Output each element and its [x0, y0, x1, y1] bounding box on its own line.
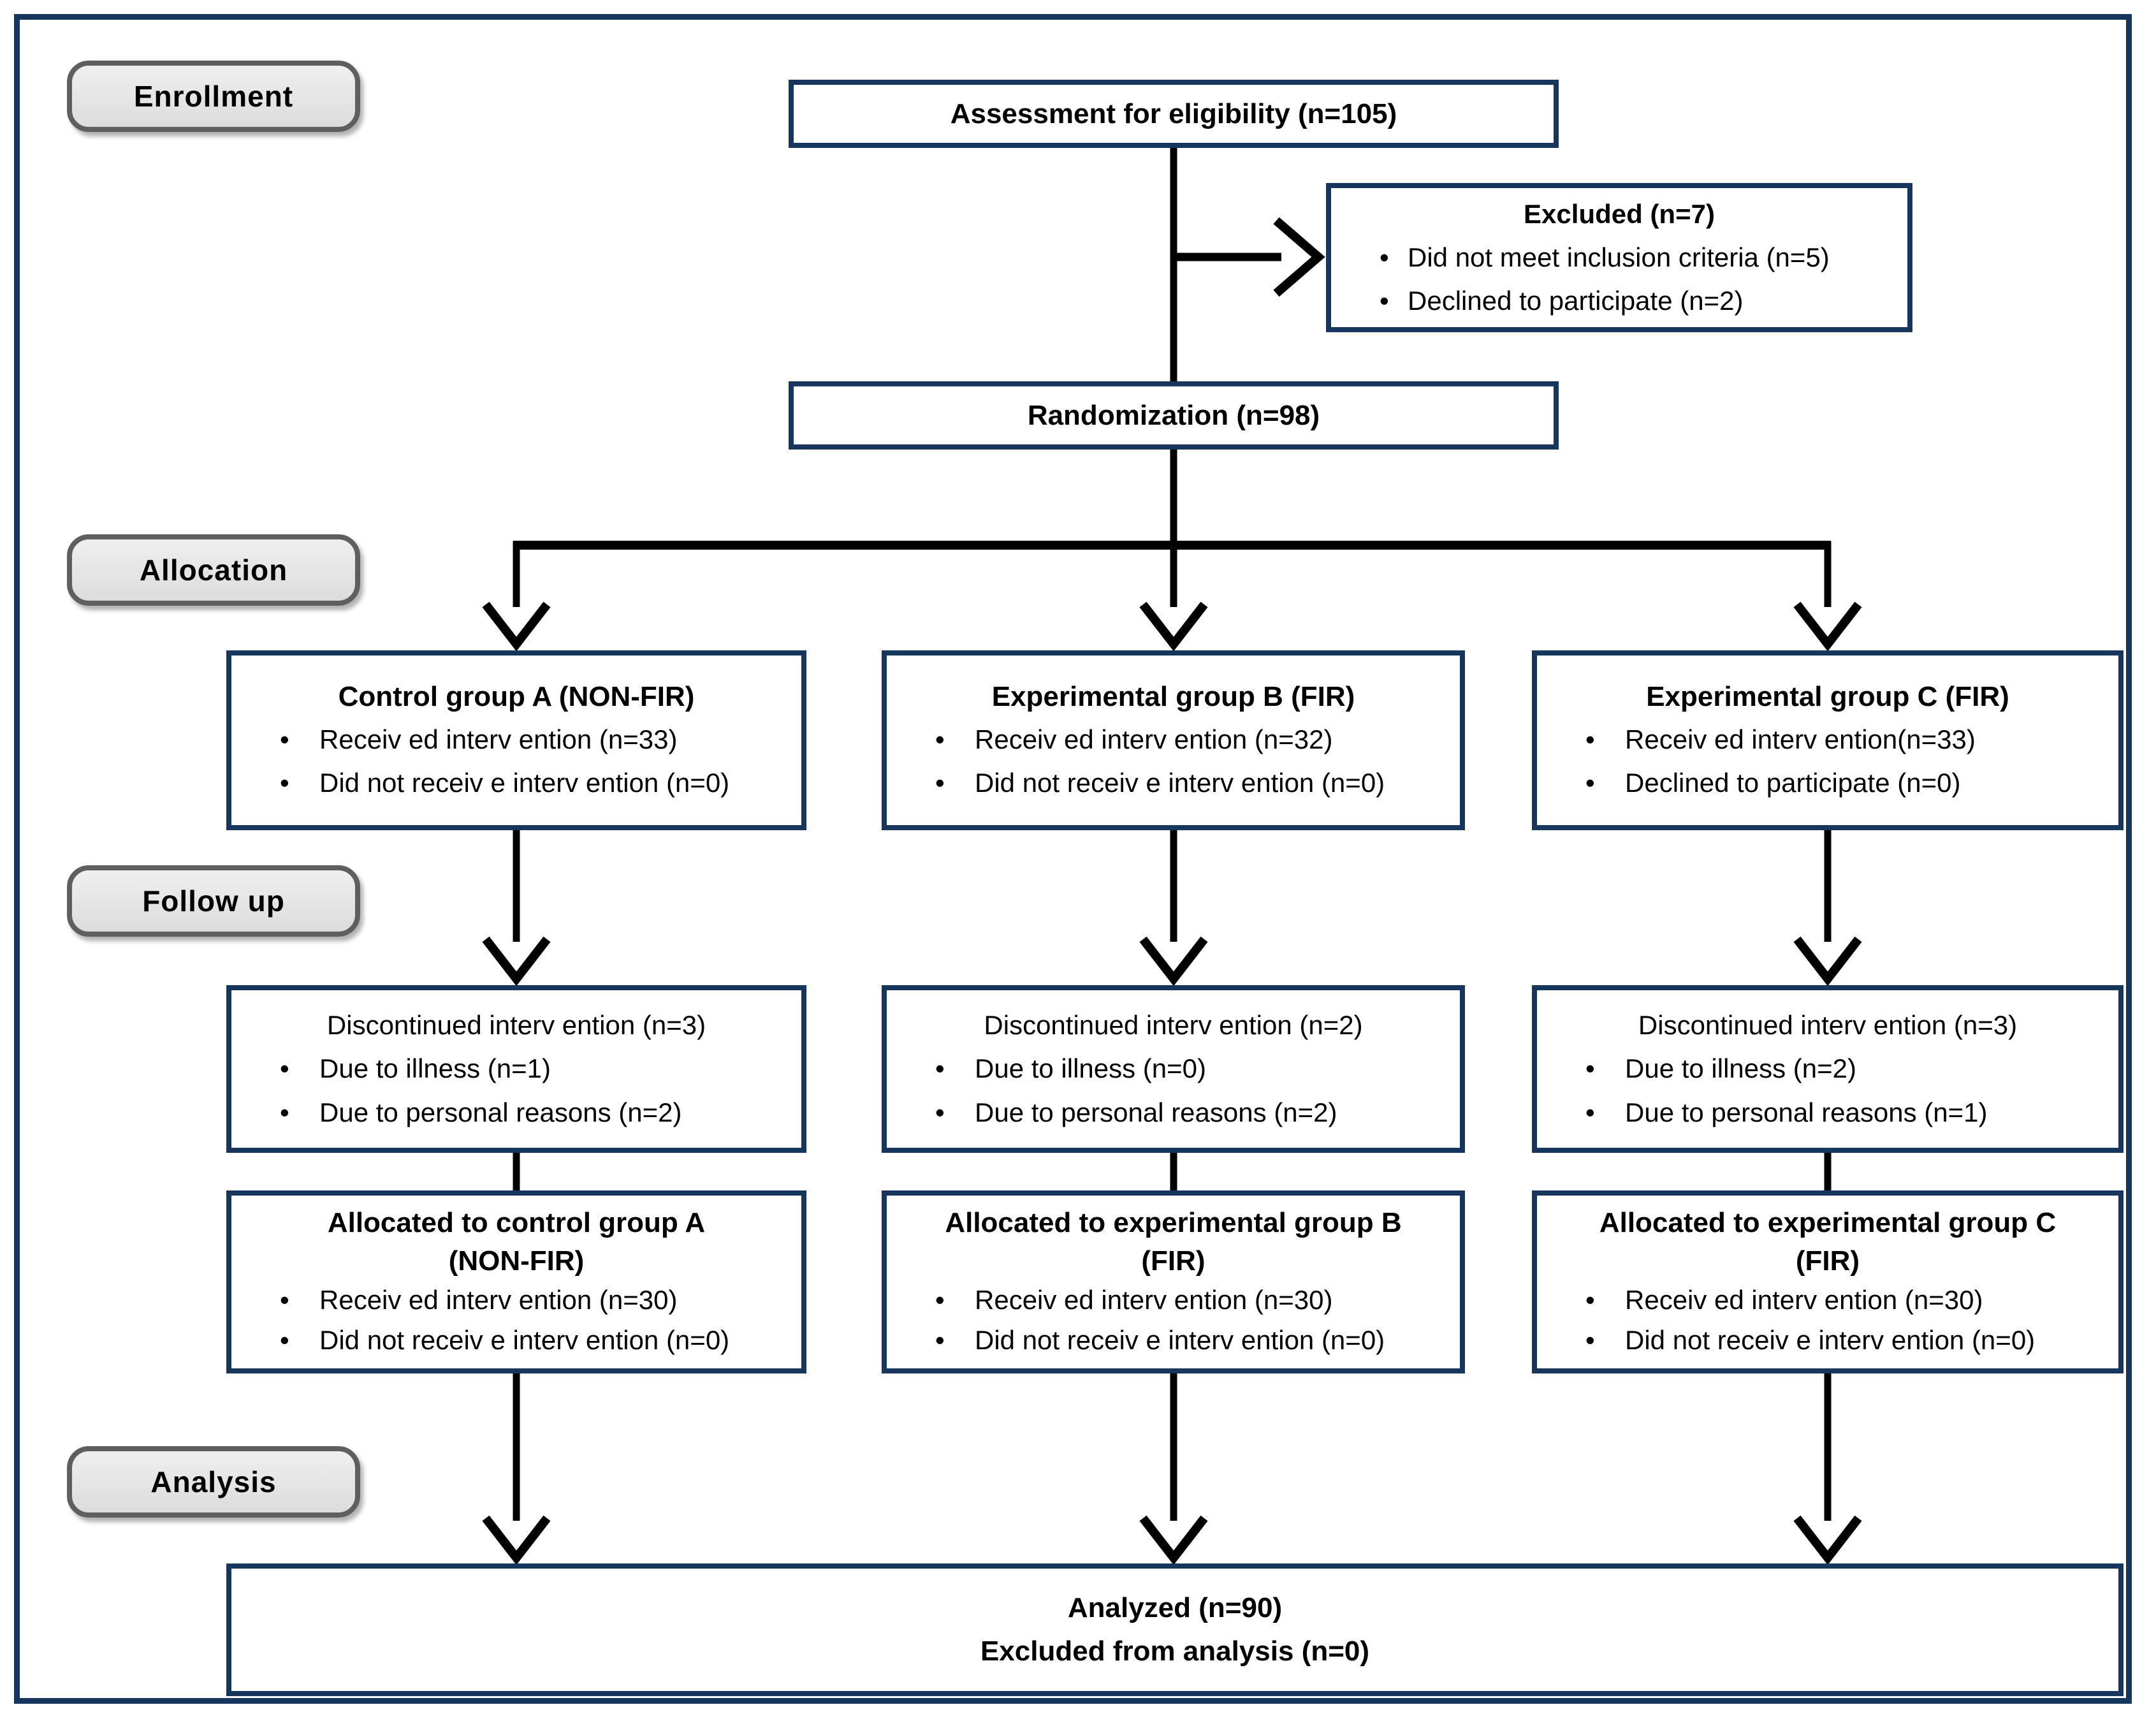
discontinued-a-bullet: Due to illness (n=1) [249, 1047, 783, 1090]
group-b-bullet: Receiv ed interv ention (n=32) [905, 718, 1442, 761]
discontinued-a-bullet: Due to personal reasons (n=2) [249, 1091, 783, 1134]
group-c-bullet: Receiv ed interv ention(n=33) [1555, 718, 2101, 761]
analyzed-box: Analyzed (n=90) Excluded from analysis (… [226, 1563, 2123, 1696]
assessment-box: Assessment for eligibility (n=105) [789, 80, 1559, 148]
discontinued-a-box: Discontinued interv ention (n=3) Due to … [226, 985, 806, 1153]
allocated-b-bullet: Did not receiv e interv ention (n=0) [905, 1320, 1442, 1360]
excluded-box: Excluded (n=7) Did not meet inclusion cr… [1326, 183, 1912, 332]
discontinued-c-bullet: Due to personal reasons (n=1) [1555, 1091, 2101, 1134]
allocated-b-subtitle: (FIR) [1141, 1245, 1205, 1277]
allocated-c-box: Allocated to experimental group C (FIR) … [1532, 1190, 2123, 1373]
stage-label-allocation: Allocation [67, 534, 360, 606]
allocated-b-bullet: Receiv ed interv ention (n=30) [905, 1280, 1442, 1320]
group-a-bullet: Receiv ed interv ention (n=33) [249, 718, 783, 761]
assessment-title: Assessment for eligibility (n=105) [950, 98, 1397, 129]
group-a-title: Control group A (NON-FIR) [338, 680, 695, 712]
stage-label-analysis: Analysis [67, 1446, 360, 1518]
group-b-title: Experimental group B (FIR) [991, 680, 1355, 712]
group-c-box: Experimental group C (FIR) Receiv ed int… [1532, 650, 2123, 830]
allocated-b-box: Allocated to experimental group B (FIR) … [882, 1190, 1465, 1373]
allocated-a-bullet: Did not receiv e interv ention (n=0) [249, 1320, 783, 1360]
discontinued-b-bullet: Due to personal reasons (n=2) [905, 1091, 1442, 1134]
stage-label-enrollment: Enrollment [67, 61, 360, 132]
diagram-outer-border [14, 14, 2132, 1704]
discontinued-b-title: Discontinued interv ention (n=2) [984, 1010, 1363, 1041]
group-a-box: Control group A (NON-FIR) Receiv ed inte… [226, 650, 806, 830]
discontinued-c-title: Discontinued interv ention (n=3) [1638, 1010, 2018, 1041]
randomization-title: Randomization (n=98) [1027, 399, 1320, 431]
discontinued-b-box: Discontinued interv ention (n=2) Due to … [882, 985, 1465, 1153]
allocated-c-bullet: Did not receiv e interv ention (n=0) [1555, 1320, 2101, 1360]
analyzed-subtitle: Excluded from analysis (n=0) [980, 1636, 1370, 1667]
group-a-bullet: Did not receiv e interv ention (n=0) [249, 761, 783, 805]
stage-label-follow-up: Follow up [67, 865, 360, 937]
allocated-a-bullet: Receiv ed interv ention (n=30) [249, 1280, 783, 1320]
allocated-a-title: Allocated to control group A [327, 1207, 706, 1239]
excluded-title: Excluded (n=7) [1524, 199, 1715, 230]
randomization-box: Randomization (n=98) [789, 381, 1559, 450]
allocated-a-subtitle: (NON-FIR) [448, 1245, 585, 1277]
discontinued-c-bullet: Due to illness (n=2) [1555, 1047, 2101, 1090]
group-c-bullet: Declined to participate (n=0) [1555, 761, 2101, 805]
group-c-title: Experimental group C (FIR) [1646, 680, 2009, 712]
discontinued-c-box: Discontinued interv ention (n=3) Due to … [1532, 985, 2123, 1153]
excluded-bullet: Did not meet inclusion criteria (n=5) [1349, 236, 1890, 279]
analyzed-title: Analyzed (n=90) [1067, 1592, 1283, 1623]
allocated-c-bullet: Receiv ed interv ention (n=30) [1555, 1280, 2101, 1320]
allocated-c-subtitle: (FIR) [1795, 1245, 1860, 1277]
allocated-a-box: Allocated to control group A (NON-FIR) R… [226, 1190, 806, 1373]
discontinued-a-title: Discontinued interv ention (n=3) [326, 1010, 706, 1041]
allocated-b-title: Allocated to experimental group B [945, 1207, 1402, 1239]
allocated-c-title: Allocated to experimental group C [1599, 1207, 2057, 1239]
group-b-box: Experimental group B (FIR) Receiv ed int… [882, 650, 1465, 830]
group-b-bullet: Did not receiv e interv ention (n=0) [905, 761, 1442, 805]
discontinued-b-bullet: Due to illness (n=0) [905, 1047, 1442, 1090]
excluded-bullet: Declined to participate (n=2) [1349, 279, 1890, 323]
